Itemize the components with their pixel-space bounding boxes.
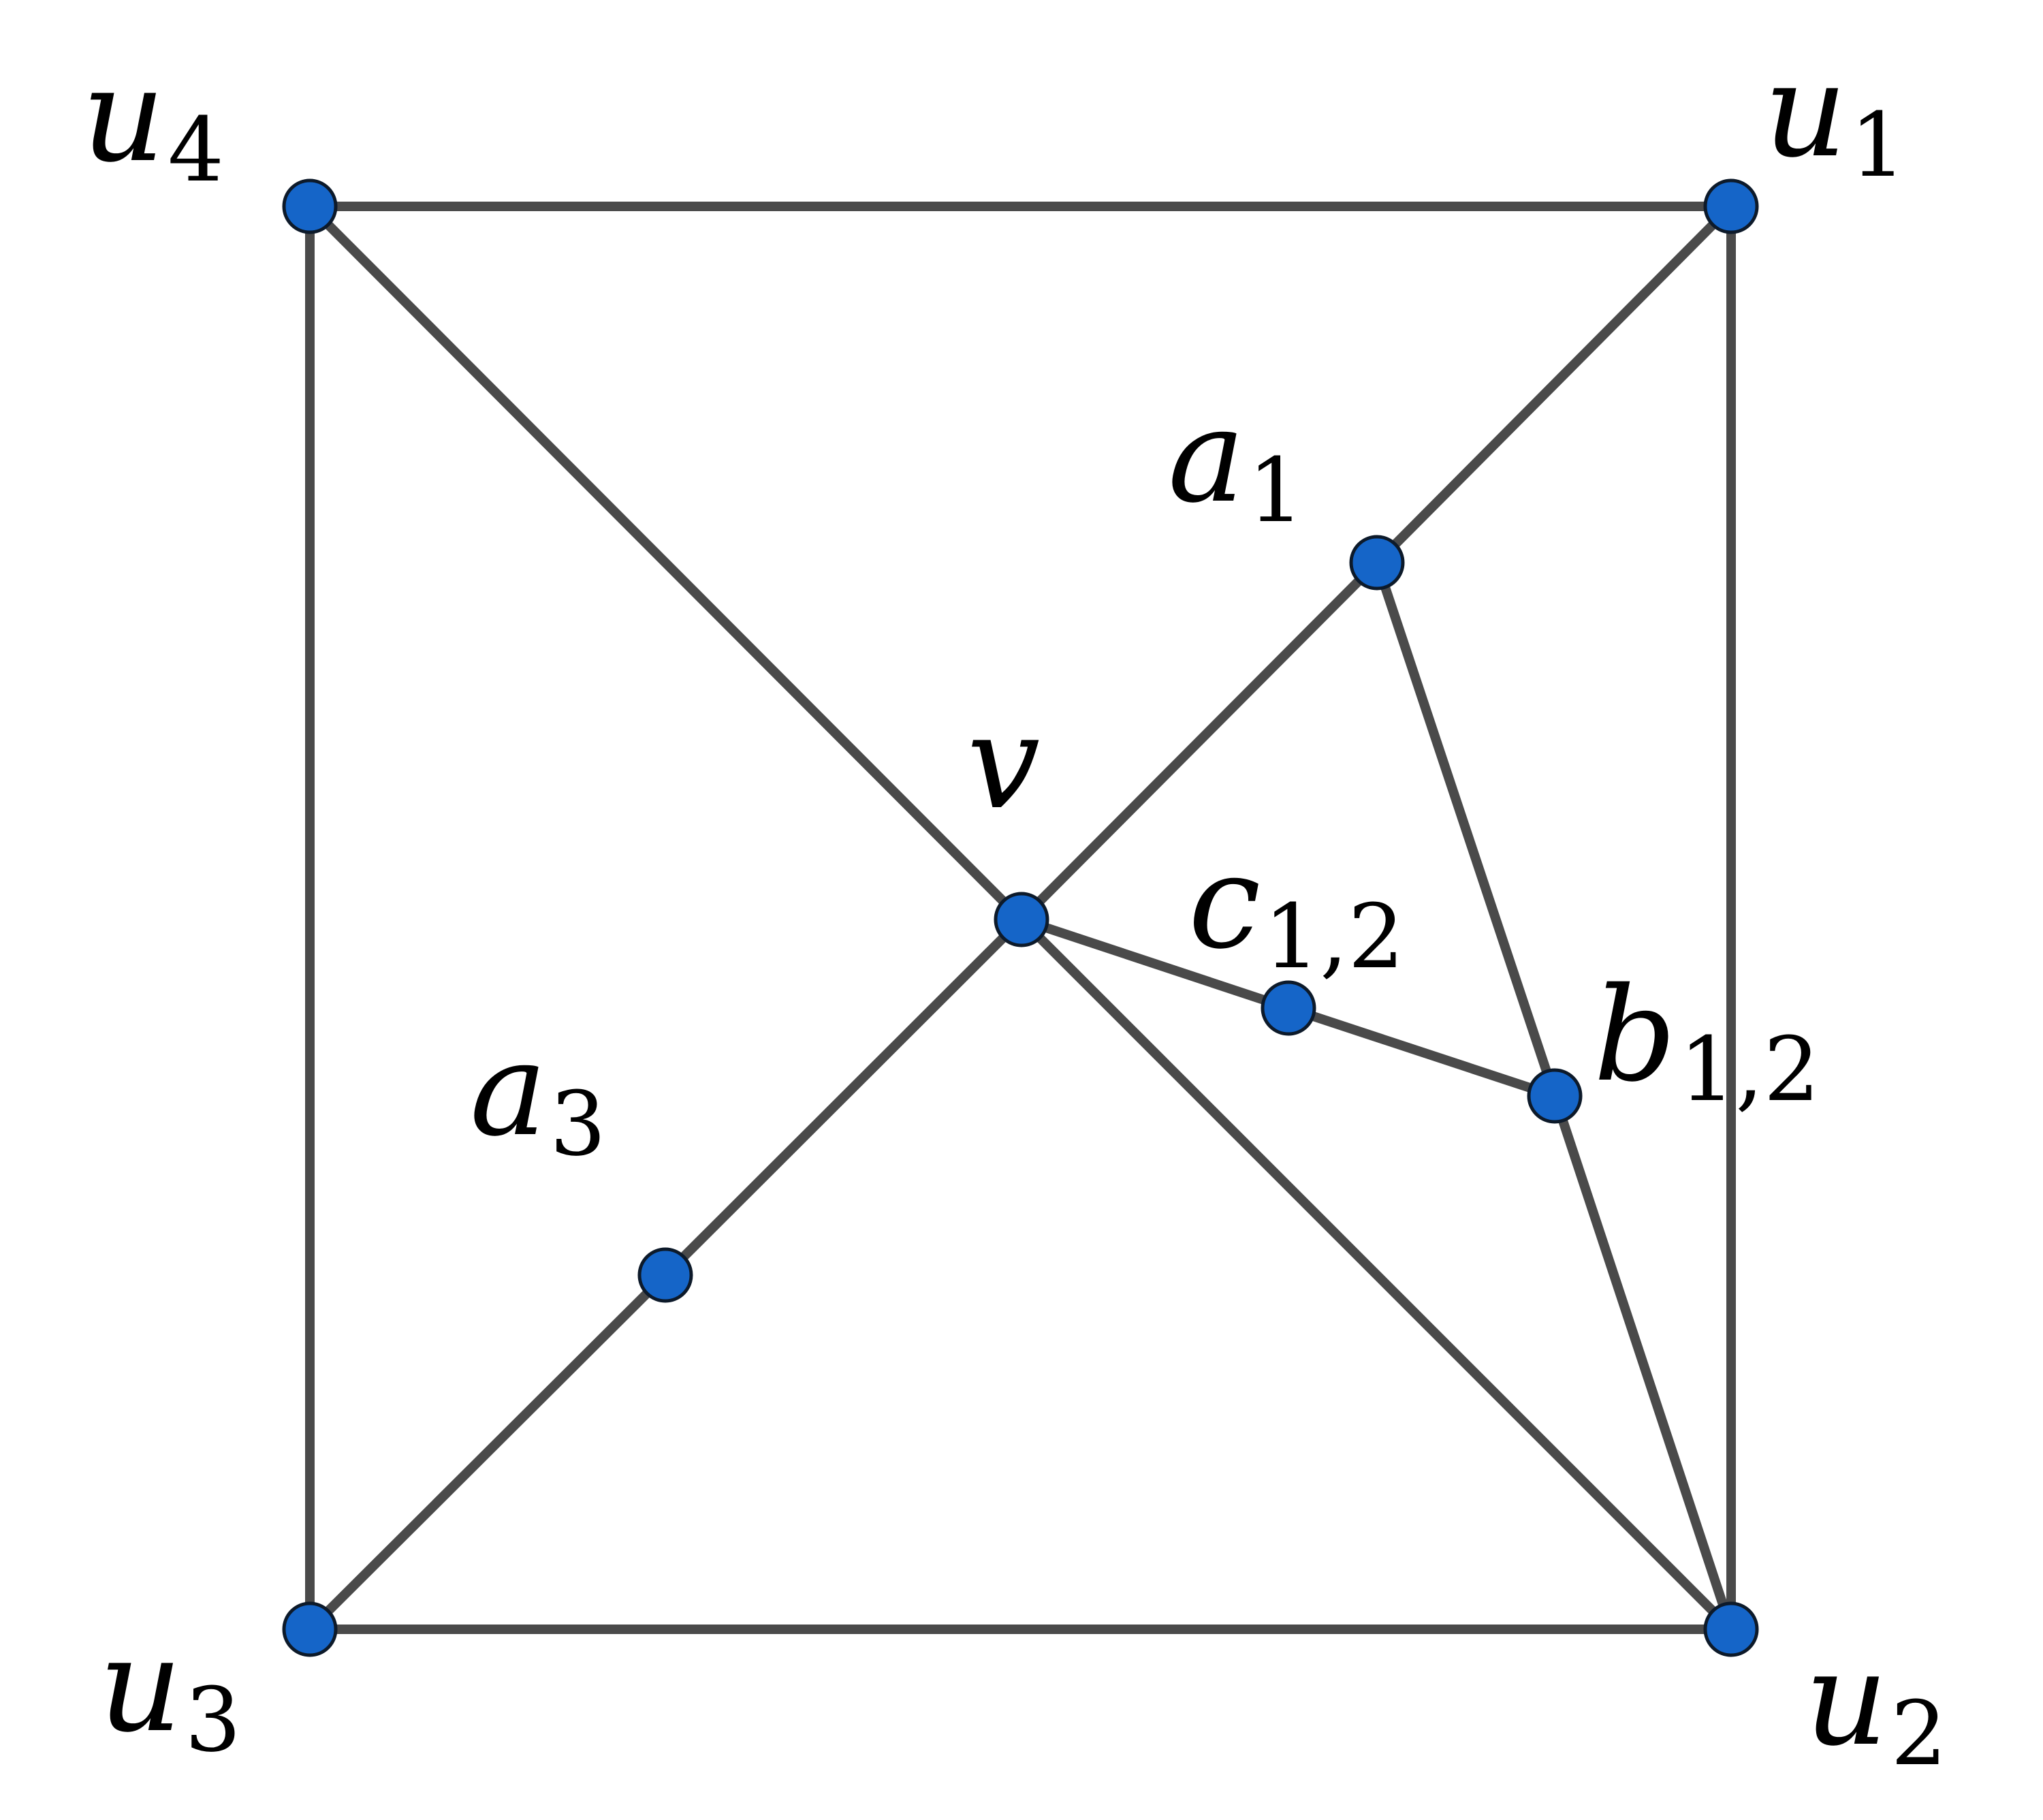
vertex-c12 — [1261, 980, 1316, 1036]
vertex-b12 — [1527, 1068, 1583, 1124]
vertex-label-u2: u2 — [1805, 1624, 1947, 1785]
labels-layer: u1 u2 u3 u4 v a1 a3 b1,2 c1,2 — [82, 35, 1947, 1785]
vertices-layer — [282, 178, 1759, 1657]
vertex-a3 — [637, 1247, 693, 1303]
vertex-label-a3: a3 — [470, 1014, 606, 1176]
vertex-label-v: v — [967, 687, 1040, 838]
edge-v-a3 — [661, 915, 1026, 1280]
vertex-v — [994, 892, 1049, 947]
vertex-label-a1: a1 — [1168, 381, 1304, 542]
edge-a3-u3 — [305, 1270, 670, 1634]
edge-u1-a1 — [1372, 202, 1736, 567]
edge-v-c12 — [1017, 915, 1293, 1013]
vertex-u4 — [282, 178, 338, 234]
edge-b12-u2 — [1550, 1091, 1736, 1634]
vertex-label-c12: c1,2 — [1188, 827, 1404, 988]
edge-v-u2 — [1017, 915, 1736, 1634]
edge-c12-b12 — [1284, 1003, 1559, 1101]
vertex-label-b12: b1,2 — [1594, 960, 1820, 1121]
edges-layer — [305, 202, 1736, 1634]
vertex-a1 — [1349, 535, 1405, 591]
vertex-label-u3: u3 — [99, 1610, 241, 1772]
vertex-u2 — [1703, 1601, 1759, 1657]
edge-u4-v — [305, 202, 1026, 924]
vertex-label-u1: u1 — [1764, 35, 1906, 197]
edge-a1-b12 — [1372, 558, 1559, 1101]
edge-a1-v — [1017, 558, 1382, 924]
vertex-label-u4: u4 — [82, 40, 224, 202]
vertex-u3 — [282, 1601, 338, 1657]
vertex-u1 — [1703, 178, 1759, 234]
